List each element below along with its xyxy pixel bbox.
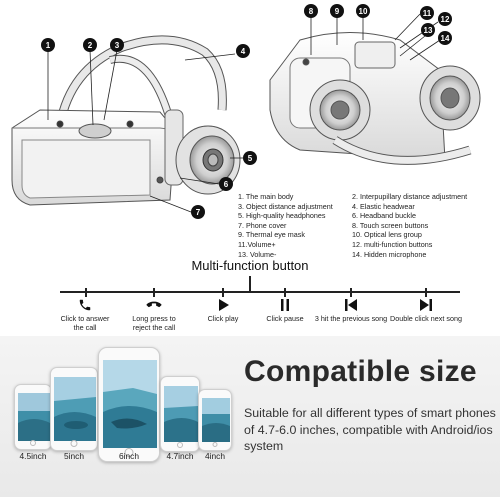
phone-screen-image	[202, 398, 230, 442]
legend-right: 2. Interpupillary distance adjustment 4.…	[352, 192, 500, 259]
mf-label: Click pause	[266, 314, 304, 323]
callout-8: 8	[304, 4, 318, 18]
home-button	[70, 440, 78, 447]
timeline-tick	[153, 288, 155, 297]
phone-size-label: 4.7inch	[166, 451, 194, 461]
legend-item: 7. Phone cover	[238, 220, 287, 230]
multifunction-pointer	[249, 276, 251, 292]
callout-14: 14	[438, 31, 452, 45]
mf-label: Long press to	[132, 314, 176, 323]
mf-next-song: Double click next song	[384, 296, 468, 324]
multifunction-timeline	[60, 291, 460, 293]
phone-4-7inch	[160, 376, 200, 452]
phone-5inch	[50, 367, 98, 451]
legend-item: 11.Volume+	[238, 239, 276, 249]
callout-3: 3	[110, 38, 124, 52]
callout-12: 12	[438, 12, 452, 26]
mf-label: Double click next song	[390, 314, 462, 323]
legend-item: 2. Interpupillary distance adjustment	[352, 192, 468, 201]
mf-pause: Click pause	[243, 296, 327, 324]
legend-item: 10. Optical lens group	[352, 230, 422, 240]
legend-left: 1. The main body 3. Object distance adju…	[238, 192, 353, 259]
phone-4inch	[198, 389, 232, 451]
home-button	[177, 442, 183, 448]
callout-5: 5	[243, 151, 257, 165]
timeline-tick	[85, 288, 87, 297]
pause-icon	[243, 296, 327, 314]
legend-item: 1. The main body	[238, 192, 294, 201]
timeline-tick	[284, 288, 286, 297]
phone-size-label: 4inch	[204, 451, 226, 461]
phone-screen-image	[103, 360, 157, 448]
legend-item: 9. Thermal eye mask	[238, 230, 305, 240]
home-button	[30, 440, 36, 446]
callout-4: 4	[236, 44, 250, 58]
home-button	[212, 442, 218, 447]
mf-label: the call	[73, 322, 97, 332]
timeline-tick	[425, 288, 427, 297]
mf-label: Click play	[207, 314, 239, 323]
callout-7: 7	[191, 205, 205, 219]
legend-item: 5. High-quality headphones	[238, 211, 326, 221]
multifunction-title: Multi-function button	[191, 258, 309, 273]
phone-4-5inch	[14, 384, 52, 450]
callout-11: 11	[420, 6, 434, 20]
callout-1: 1	[41, 38, 55, 52]
callout-6: 6	[219, 177, 233, 191]
phone-size-label: 4.5inch	[19, 451, 47, 461]
headset-illustration	[11, 13, 481, 213]
home-button	[124, 448, 134, 457]
timeline-tick	[350, 288, 352, 297]
callout-10: 10	[356, 4, 370, 18]
left-headset-view	[11, 35, 241, 206]
mf-reject-call: Long press to reject the call	[112, 296, 196, 333]
mf-label: 3 hit the previous song	[314, 314, 388, 323]
legend-item: 4. Elastic headwear	[352, 201, 415, 211]
callout-9: 9	[330, 4, 344, 18]
play-icon	[181, 296, 265, 314]
callout-13: 13	[421, 23, 435, 37]
legend-item: 8. Touch screen buttons	[352, 220, 429, 230]
mf-answer-call: Click to answer the call	[43, 296, 127, 333]
phone-size-label: 6inch	[118, 451, 140, 461]
phone-size-label: 5inch	[63, 451, 85, 461]
compatible-size-description: Suitable for all different types of smar…	[244, 406, 496, 453]
mf-label: Click to answer	[60, 314, 110, 323]
right-headset-view	[269, 32, 481, 165]
phone-screen-image	[54, 377, 96, 441]
vr-headset-diagram: 1 2 3 4 5 6 7 8 9 10 11 12 13 14 1. The …	[11, 4, 481, 259]
phone-hangup-icon	[112, 296, 196, 314]
legend-item: 14. Hidden microphone	[352, 249, 427, 259]
compatible-size-title: Compatible size	[244, 355, 477, 388]
phone-screen-image	[164, 386, 198, 442]
timeline-tick	[222, 288, 224, 297]
mf-label: reject the call	[132, 322, 176, 332]
next-song-icon	[384, 296, 468, 314]
mf-previous-song: 3 hit the previous song	[309, 296, 393, 324]
phone-screen-image	[18, 393, 50, 441]
legend-item: 12. multi-function buttons	[352, 239, 433, 249]
callout-2: 2	[83, 38, 97, 52]
legend-item: 13. Volume-	[238, 249, 277, 259]
previous-song-icon	[309, 296, 393, 314]
mf-play: Click play	[181, 296, 265, 324]
legend-item: 6. Headband buckle	[352, 211, 416, 221]
legend-item: 3. Object distance adjustment	[238, 201, 333, 211]
phone-answer-icon	[43, 296, 127, 314]
phone-6inch	[98, 347, 160, 462]
